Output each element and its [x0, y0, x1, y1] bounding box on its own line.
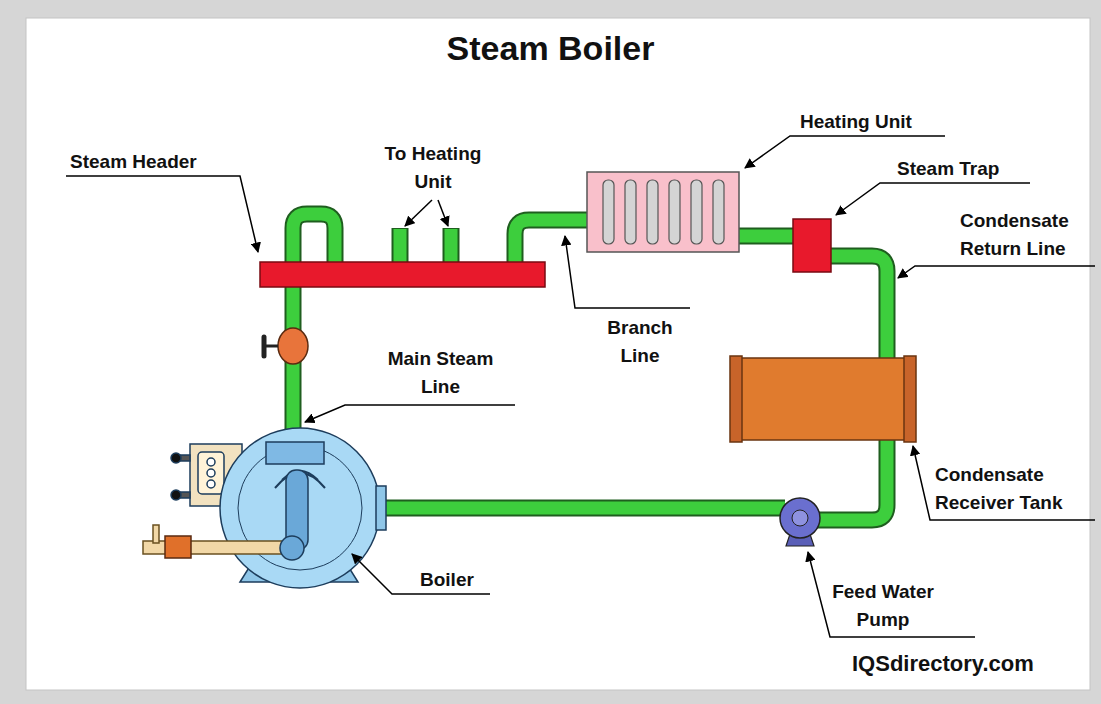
pipes-part-part [815, 438, 887, 520]
boiler-part [165, 536, 191, 558]
boiler-part [280, 536, 304, 560]
boiler-part [207, 480, 215, 488]
heating-fin [669, 180, 680, 244]
pipes-part-part [392, 228, 409, 262]
stop-valve-part [262, 337, 267, 356]
pipes-part-part [394, 229, 407, 262]
feed-pump-part [792, 510, 808, 526]
pipes-part-part [445, 229, 458, 262]
boiler-part [207, 458, 215, 466]
steam-trap-part [793, 219, 831, 272]
leader-lines-part [808, 552, 975, 637]
leader-lines-part [66, 176, 258, 252]
leader-lines-part [913, 446, 1095, 520]
boiler-part [171, 453, 181, 463]
leader-lines-part [405, 200, 432, 226]
pipes-part-part [515, 220, 590, 262]
pipes-part-part [443, 228, 460, 262]
part-label: Steam Trap [897, 155, 999, 183]
pipes-part-part [293, 214, 335, 262]
watermark: IQSdirectory.com [852, 650, 1034, 678]
pipes-part-part [515, 220, 590, 262]
boiler-part [198, 452, 224, 494]
stop-valve [264, 328, 308, 364]
part-label: To Heating Unit [373, 140, 493, 196]
pipes-part-part [829, 256, 887, 360]
steam-header-part [260, 262, 545, 287]
heating-fin [603, 180, 614, 244]
part-label: Branch Line [595, 314, 685, 370]
part-label: Feed Water Pump [823, 578, 943, 634]
boiler-part [376, 486, 386, 530]
heating-fin [625, 180, 636, 244]
leader-lines-part [352, 554, 490, 594]
pipes-part-part [380, 502, 785, 515]
pipes-part-part [738, 230, 795, 243]
heating-fin [713, 180, 724, 244]
leader-lines-part [565, 236, 690, 308]
part-label: Heating Unit [800, 108, 912, 136]
boiler [143, 428, 386, 588]
boiler-part [266, 442, 324, 464]
leader-lines-part [305, 405, 515, 422]
leader-lines-part [438, 200, 448, 226]
receiver-tank-part [730, 356, 742, 442]
pipes-part-part [380, 500, 785, 517]
pipes-part-part [815, 438, 887, 520]
part-label: Boiler [420, 566, 474, 594]
feed-pump-part [780, 498, 820, 538]
heating-unit [587, 172, 739, 252]
receiver-tank-part [904, 356, 916, 442]
part-label: Steam Header [70, 148, 197, 176]
receiver-tank-part [740, 358, 906, 440]
part-label: Condensate Return Line [960, 207, 1095, 263]
steam-trap [793, 219, 831, 272]
leader-lines-part [898, 266, 1095, 278]
heating-unit-part [587, 172, 739, 252]
heating-unit-part [603, 180, 724, 244]
boiler-part [171, 490, 181, 500]
pipes-part-part [829, 256, 887, 360]
frame-part [26, 18, 1090, 690]
boiler-part [153, 525, 159, 543]
feed-pump [780, 498, 820, 546]
part-label: Condensate Receiver Tank [935, 461, 1095, 517]
boiler-part [220, 428, 380, 588]
heating-fin [647, 180, 658, 244]
boiler-part [207, 469, 215, 477]
stop-valve-part [278, 328, 308, 364]
title: Steam Boiler [0, 28, 1101, 68]
leader-lines [66, 136, 1095, 637]
heating-fin [691, 180, 702, 244]
pipes-part-part [293, 214, 335, 262]
steam-header [260, 262, 545, 287]
part-label: Main Steam Line [378, 345, 503, 401]
pipes-part-part [738, 228, 795, 245]
receiver-tank [730, 356, 916, 442]
